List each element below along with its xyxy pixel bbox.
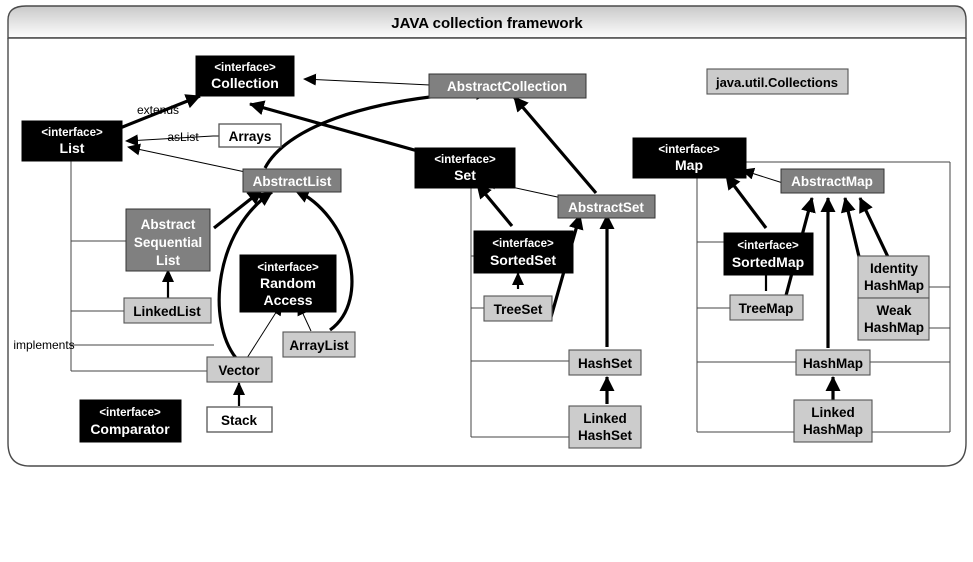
node-hashset-name: HashSet [578,356,633,371]
node-comparator-stereotype: <interface> [99,407,161,419]
node-abstractset[interactable]: AbstractSet [557,194,656,219]
node-set-name: Set [454,167,476,183]
node-identityhashmap[interactable]: Identity HashMap [857,255,930,299]
node-abstractset-name: AbstractSet [568,200,644,215]
extends-label: extends [137,103,179,117]
node-identityhashmap-line2: HashMap [864,278,924,293]
node-abstractmap-name: AbstractMap [791,174,873,189]
node-weakhashmap[interactable]: Weak HashMap [857,297,930,341]
node-hashset[interactable]: HashSet [568,349,642,376]
list-implements-bracket [70,160,214,372]
node-arrays-name: Arrays [229,129,272,144]
node-collection-name: Collection [211,75,279,91]
node-abstractlist[interactable]: AbstractList [242,168,342,193]
node-list-name: List [60,140,85,156]
node-identityhashmap-line1: Identity [870,261,918,276]
node-abstractsequentiallist-line2: Sequential [134,235,202,250]
node-sortedmap[interactable]: <interface> SortedMap [723,232,814,276]
node-linkedhashmap-line2: HashMap [803,422,863,437]
node-abstractsequentiallist-line1: Abstract [141,217,196,232]
node-abstractmap[interactable]: AbstractMap [780,168,885,194]
node-linkedhashmap-line1: Linked [811,405,855,420]
node-map[interactable]: <interface> Map [632,137,747,179]
node-abstractsequentiallist[interactable]: Abstract Sequential List [125,208,211,272]
node-randomaccess[interactable]: <interface> Random Access [239,254,337,313]
node-abstractcollection[interactable]: AbstractCollection [428,73,587,99]
node-comparator-name: Comparator [90,421,170,437]
node-randomaccess-name-line1: Random [260,275,316,291]
node-linkedlist[interactable]: LinkedList [123,297,212,324]
node-stack[interactable]: Stack [206,406,273,433]
node-treeset[interactable]: TreeSet [483,295,553,322]
node-list-stereotype: <interface> [41,127,103,139]
aslist-label: asList [167,130,199,144]
node-abstractlist-name: AbstractList [253,174,332,189]
node-collections[interactable]: java.util.Collections [706,68,849,95]
node-collection-stereotype: <interface> [214,62,276,74]
implements-label: implements [13,338,74,352]
node-treemap[interactable]: TreeMap [729,294,804,321]
node-collection[interactable]: <interface> Collection [195,55,295,97]
node-map-name: Map [675,157,703,173]
node-abstractcollection-name: AbstractCollection [447,79,567,94]
node-abstractsequentiallist-line3: List [156,253,181,268]
node-linkedhashset-line1: Linked [583,411,627,426]
node-treemap-name: TreeMap [739,301,794,316]
node-weakhashmap-line1: Weak [876,303,912,318]
node-randomaccess-name-line2: Access [263,292,312,308]
node-map-stereotype: <interface> [658,144,720,156]
node-linkedhashset-line2: HashSet [578,428,633,443]
node-arraylist[interactable]: ArrayList [282,331,356,358]
node-linkedhashmap[interactable]: Linked HashMap [793,399,873,443]
node-randomaccess-stereotype: <interface> [257,262,319,274]
node-set[interactable]: <interface> Set [414,147,516,189]
node-linkedlist-name: LinkedList [133,304,201,319]
node-stack-name: Stack [221,413,258,428]
node-sortedset[interactable]: <interface> SortedSet [473,230,574,274]
node-vector[interactable]: Vector [206,356,273,383]
node-sortedmap-name: SortedMap [732,254,804,270]
node-comparator[interactable]: <interface> Comparator [79,399,182,443]
node-set-stereotype: <interface> [434,154,496,166]
node-list[interactable]: <interface> List [21,120,123,162]
node-vector-name: Vector [218,363,260,378]
node-sortedset-name: SortedSet [490,252,556,268]
node-collections-name: java.util.Collections [715,75,838,90]
set-implements-bracket [470,180,572,438]
node-arraylist-name: ArrayList [289,338,349,353]
node-sortedset-stereotype: <interface> [492,238,554,250]
node-weakhashmap-line2: HashMap [864,320,924,335]
node-hashmap-name: HashMap [803,356,863,371]
node-arrays[interactable]: Arrays [218,123,282,148]
node-treeset-name: TreeSet [494,302,543,317]
node-hashmap[interactable]: HashMap [795,349,871,376]
node-sortedmap-stereotype: <interface> [737,240,799,252]
window-title: JAVA collection framework [391,15,583,32]
node-linkedhashset[interactable]: Linked HashSet [568,405,642,449]
